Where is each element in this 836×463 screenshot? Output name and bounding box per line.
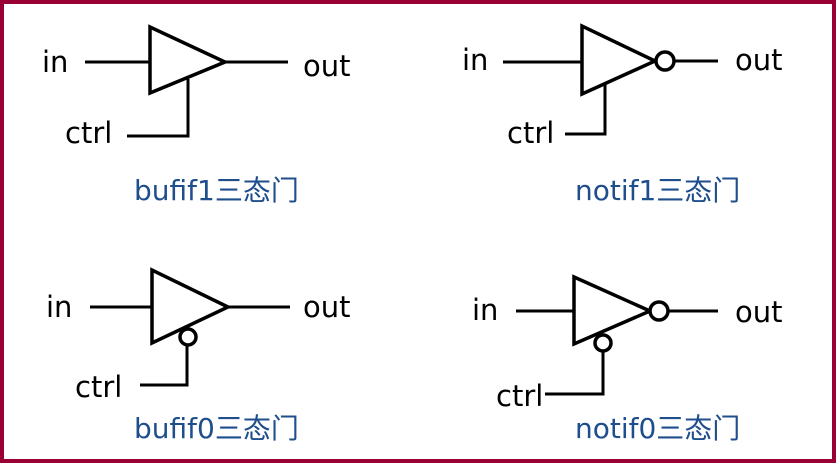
gate-notif1: in out ctrl notif1三态门: [462, 23, 783, 207]
ctrl-label: ctrl: [75, 370, 122, 404]
ctrl-inversion-bubble: [178, 327, 198, 347]
ctrl-label: ctrl: [496, 379, 543, 413]
gate-bufif0: in out ctrl bufif0三态门: [46, 267, 351, 445]
out-label: out: [735, 43, 783, 77]
ctrl-wire: [140, 345, 189, 387]
gate-bufif1: in out ctrl bufif1三态门: [42, 24, 351, 207]
in-label: in: [462, 43, 488, 77]
buffer-triangle: [148, 24, 230, 96]
inversion-bubble: [654, 50, 676, 72]
ctrl-label: ctrl: [65, 116, 112, 150]
inversion-bubble: [648, 300, 670, 322]
ctrl-wire: [127, 79, 190, 138]
gate-caption: bufif0三态门: [134, 412, 299, 445]
buffer-triangle: [150, 267, 233, 346]
gate-caption: notif0三态门: [575, 412, 740, 445]
in-label: in: [46, 290, 72, 324]
ctrl-label: ctrl: [507, 116, 554, 150]
ctrl-inversion-bubble: [593, 333, 613, 353]
buffer-triangle: [580, 23, 660, 97]
buffer-triangle: [572, 274, 655, 347]
ctrl-wire: [545, 352, 605, 396]
out-label: out: [303, 49, 351, 83]
gate-notif0: in out ctrl notif0三态门: [472, 274, 783, 445]
out-label: out: [303, 290, 351, 324]
out-label: out: [735, 295, 783, 329]
in-label: in: [472, 293, 498, 327]
gate-caption: notif1三态门: [575, 174, 740, 207]
in-label: in: [42, 45, 68, 79]
gate-caption: bufif1三态门: [134, 174, 299, 207]
ctrl-wire: [565, 83, 607, 136]
